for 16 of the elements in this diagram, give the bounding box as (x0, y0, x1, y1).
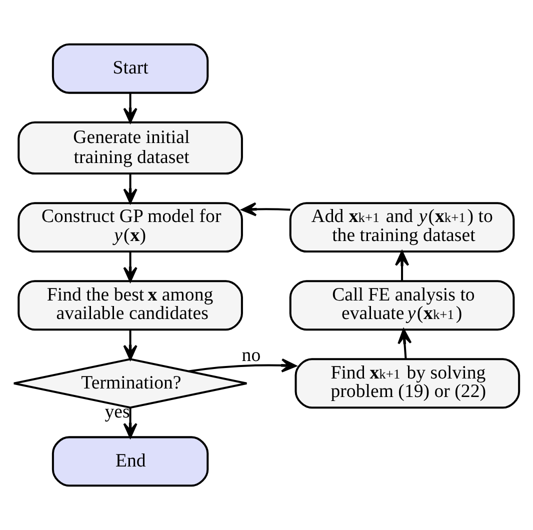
arrow (123, 330, 138, 360)
arrow (123, 408, 138, 438)
node-box: Start (52, 43, 209, 94)
node-box: Find xk+1 by solving problem (19) or (22) (294, 358, 520, 409)
arrow (123, 174, 138, 204)
node-box: Generate initial training dataset (18, 121, 243, 175)
node-box: Add xk+1 and y(xk+1) to the training dataset (289, 202, 515, 253)
arrow (123, 92, 138, 124)
arrow (188, 358, 297, 372)
arrow (123, 252, 138, 282)
node-box: Find the best x among available candidates (18, 280, 243, 331)
arrow (241, 202, 290, 216)
arrow (394, 250, 410, 282)
arrow (398, 328, 412, 360)
node-box: End (52, 436, 209, 487)
node-box: Construct GP model for y(x) (18, 202, 243, 253)
